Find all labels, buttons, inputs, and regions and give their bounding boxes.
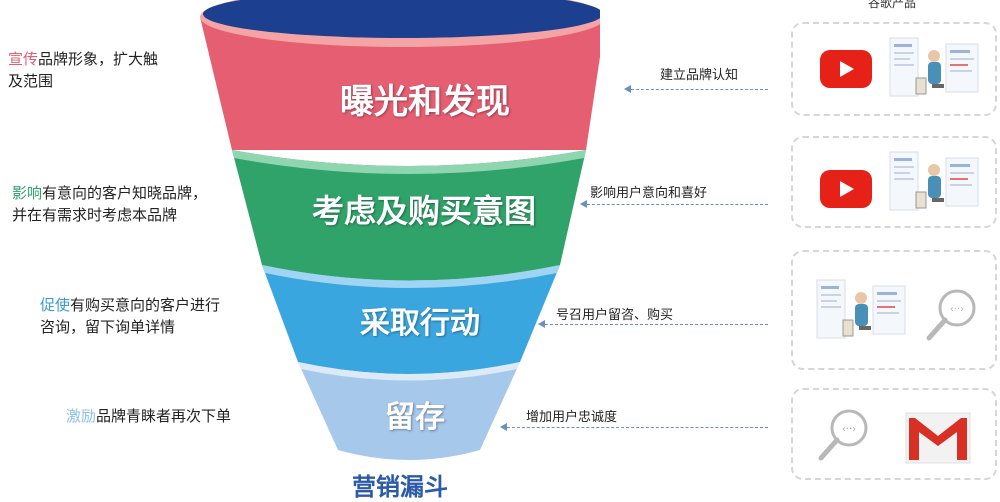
funnel-stage-1-body [200,17,600,150]
arrow-head [500,423,507,431]
gmail-icon [905,412,971,464]
stage-label-consideration: 考虑及购买意图 [311,192,536,230]
stage-label-retention: 留存 [385,400,445,435]
desc-line-1: 有购买意向的客户进行 [70,296,221,314]
highlight-word: 影响 [12,184,43,202]
arrow-head [580,200,587,208]
funnel-stage-2-body [232,150,586,281]
arrow-head [624,85,631,93]
web-page-thumbnail [816,279,906,339]
desc-line-2: 咨询，留下询单详情 [40,318,176,336]
funnel-diagram [200,0,600,460]
desc-line-1: 品牌青睐者再次下单 [96,407,232,425]
search-magnifier-icon: ‹··› [926,289,976,341]
desc-line-1: 品牌形象，扩大触 [38,50,159,68]
product-card-4: ‹··› [791,388,997,480]
funnel-stage-3-body [262,265,560,374]
funnel-stage-3-rim [262,265,560,288]
web-page-thumbnail [889,37,979,97]
stage-label-exposure: 曝光和发现 [340,82,510,122]
highlight-word: 激励 [66,407,97,425]
arrow-stage-3 [538,320,768,328]
svg-text:‹··›: ‹··› [950,304,964,315]
highlight-word: 宣传 [8,50,39,68]
youtube-icon [820,170,872,208]
right-desc-stage-3: 号召用户留咨、购买 [556,308,674,323]
web-page-thumbnail [889,151,979,211]
arrow-stage-4 [500,423,768,431]
arrow-stage-2 [580,200,768,208]
funnel-top-opening [203,0,600,38]
funnel-title: 营销漏斗 [352,473,448,501]
arrow-stage-1 [624,85,768,93]
product-card-1 [791,22,997,116]
funnel-stage-4-rim [298,362,520,381]
product-card-2 [791,136,997,228]
product-card-3: ‹··› [791,250,997,370]
youtube-icon [820,50,872,88]
stage-label-action: 采取行动 [360,306,480,341]
desc-line-2: 并在有需求时考虑本品牌 [12,206,178,224]
desc-line-2: 及范围 [8,72,54,90]
search-magnifier-icon: ‹··› [818,409,868,461]
left-desc-stage-4: 激励品牌青睐者再次下单 [66,405,231,427]
desc-line-1: 有意向的客户知晓品牌， [42,184,208,202]
right-desc-stage-4: 增加用户忠诚度 [526,410,618,425]
left-desc-stage-3: 促使有购买意向的客户进行 咨询，留下询单详情 [40,294,220,338]
arrow-head [538,320,545,328]
funnel-stage-2-rim [232,150,586,174]
svg-text:‹··›: ‹··› [842,424,856,435]
right-desc-stage-2: 影响用户意向和喜好 [590,186,708,201]
left-desc-stage-1: 宣传品牌形象，扩大触 及范围 [8,48,158,92]
funnel-stage-4-body [298,362,520,460]
left-desc-stage-2: 影响有意向的客户知晓品牌， 并在有需求时考虑本品牌 [12,182,207,226]
right-desc-stage-1: 建立品牌认知 [660,68,739,83]
highlight-word: 促使 [40,296,71,314]
google-products-title: 谷歌产品 [868,0,917,10]
